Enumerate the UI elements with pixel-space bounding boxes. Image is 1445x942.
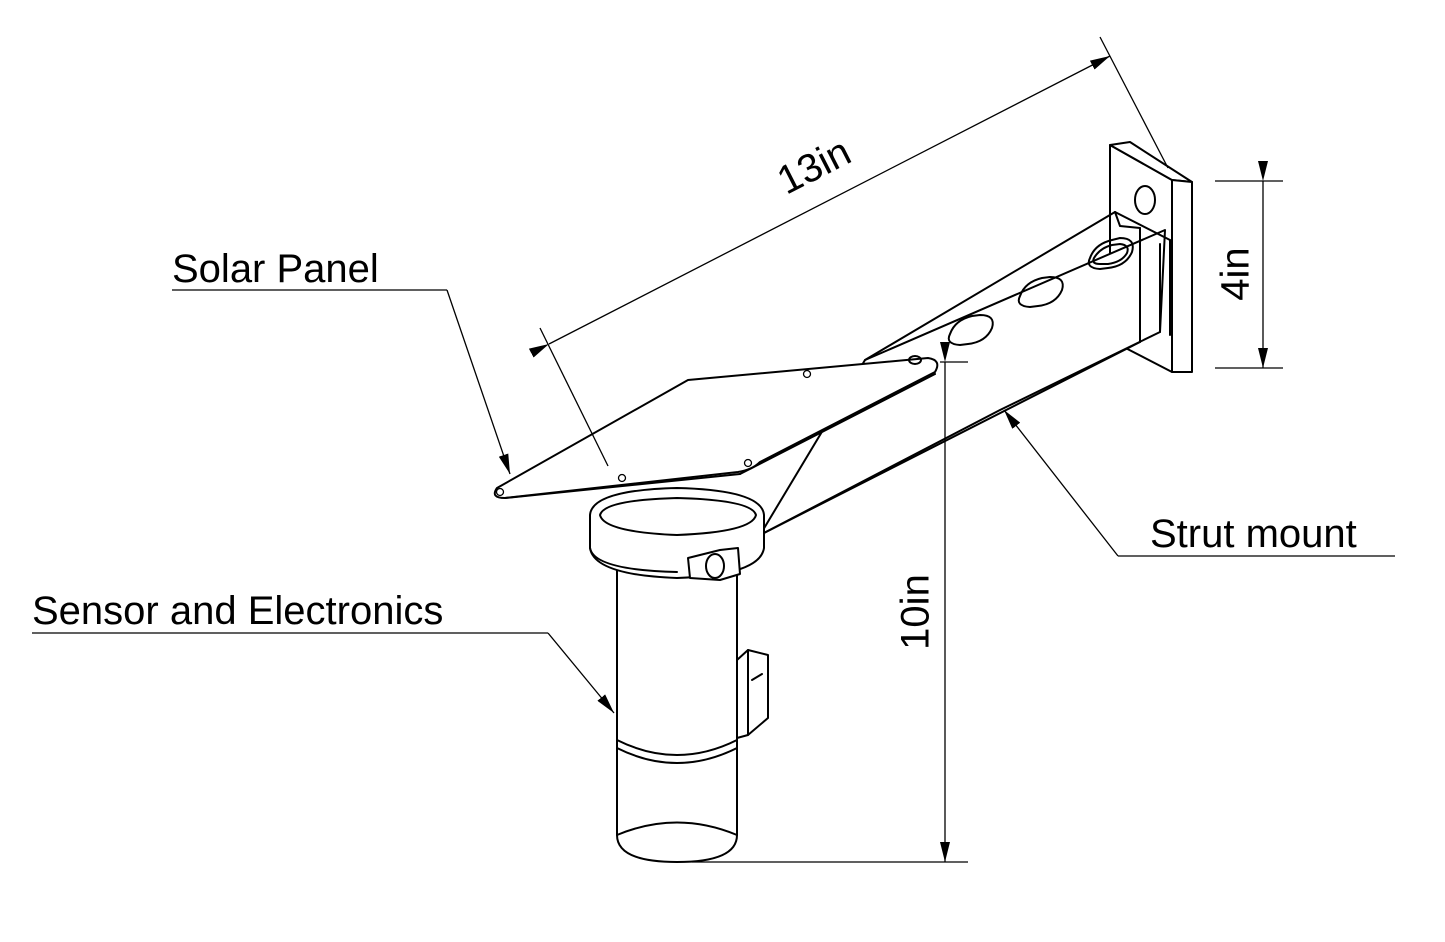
leader-solar-panel: Solar Panel	[172, 247, 511, 475]
extension-line-right	[1099, 36, 1169, 169]
dimension-label-4in: 4in	[1214, 247, 1258, 300]
dimension-line-13in	[528, 55, 1111, 358]
dimension-10in: 10in	[692, 342, 968, 863]
leader-strut: Strut mount	[1003, 409, 1395, 557]
leader-sensor: Sensor and Electronics	[32, 589, 615, 714]
label-solar-panel: Solar Panel	[172, 247, 379, 291]
bolt-hole-top	[1134, 185, 1156, 215]
dimension-4in: 4in	[1214, 161, 1283, 369]
collar-clamp	[589, 487, 765, 581]
solar-panel	[493, 355, 939, 499]
label-strut-mount: Strut mount	[1150, 512, 1357, 556]
sensor-body	[616, 559, 769, 863]
dimension-label-10in: 10in	[894, 574, 938, 650]
label-sensor: Sensor and Electronics	[32, 589, 443, 633]
side-connector-box	[736, 649, 769, 739]
